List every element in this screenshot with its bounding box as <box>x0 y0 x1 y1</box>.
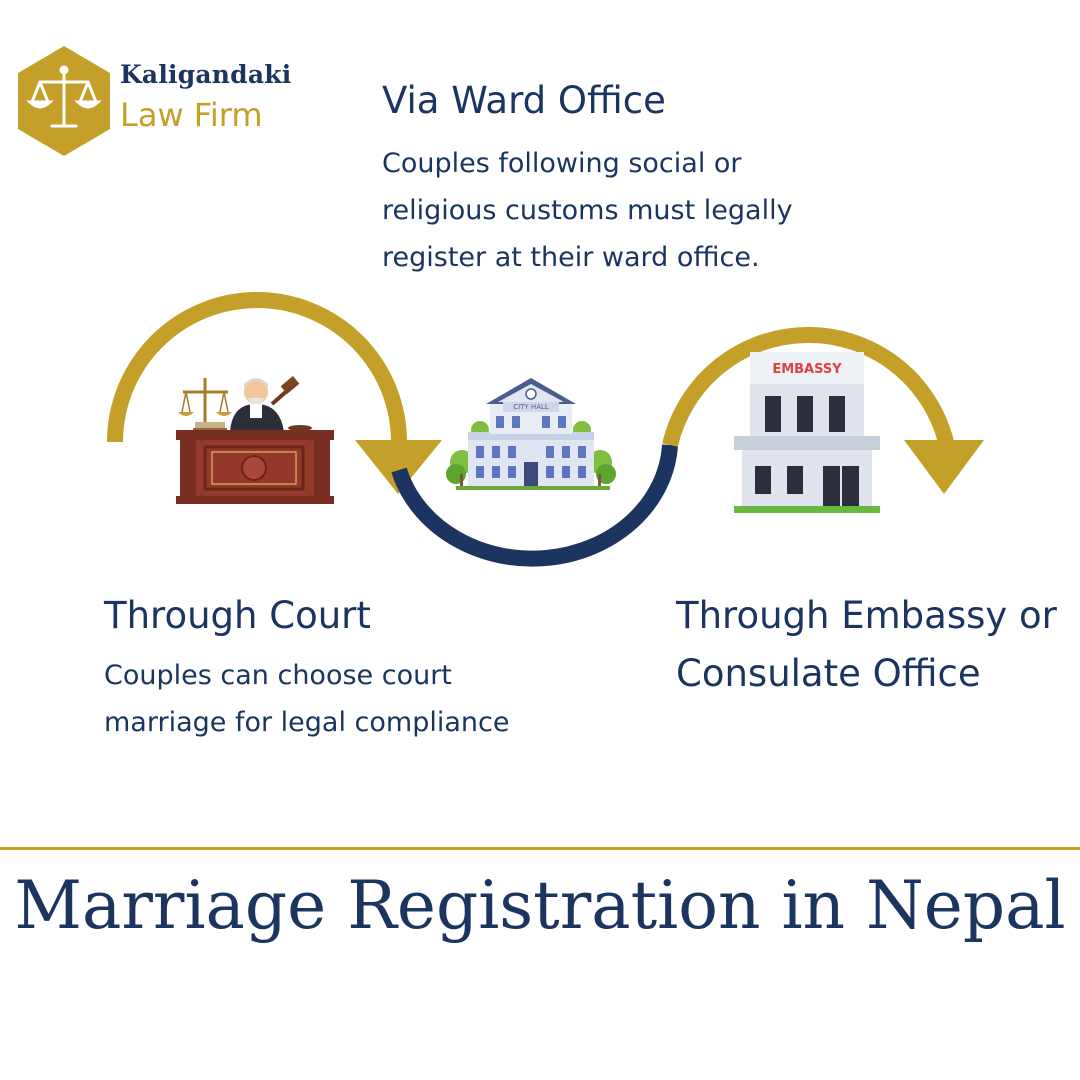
scales-of-justice-icon <box>26 65 102 128</box>
embassy-sign: EMBASSY <box>772 362 842 377</box>
embassy-building-icon: EMBASSY <box>734 352 880 513</box>
gold-arc-left <box>107 292 407 443</box>
arrow-head-right <box>904 440 984 494</box>
court-description: Couples can choose court marriage for le… <box>104 660 510 738</box>
embassy-title: Through Embassy or Consulate Office <box>676 594 1057 695</box>
ward-office-title: Via Ward Office <box>382 79 666 122</box>
city-hall-sign: CITY HALL <box>513 403 549 411</box>
main-title: Marriage Registration in Nepal <box>14 867 1066 944</box>
logo-name: Kaligandaki <box>120 60 292 89</box>
city-hall-icon: CITY HALL <box>446 378 616 490</box>
logo-subtitle: Law Firm <box>120 96 263 134</box>
navy-arc-middle <box>391 444 678 567</box>
divider-line <box>0 847 1080 850</box>
court-title: Through Court <box>104 594 371 637</box>
judge-at-bench-icon <box>176 376 334 504</box>
gold-arc-right <box>662 326 954 447</box>
logo-badge <box>18 46 110 156</box>
ward-office-description: Couples following social or religious cu… <box>382 148 793 273</box>
arrow-head-left <box>355 440 442 494</box>
